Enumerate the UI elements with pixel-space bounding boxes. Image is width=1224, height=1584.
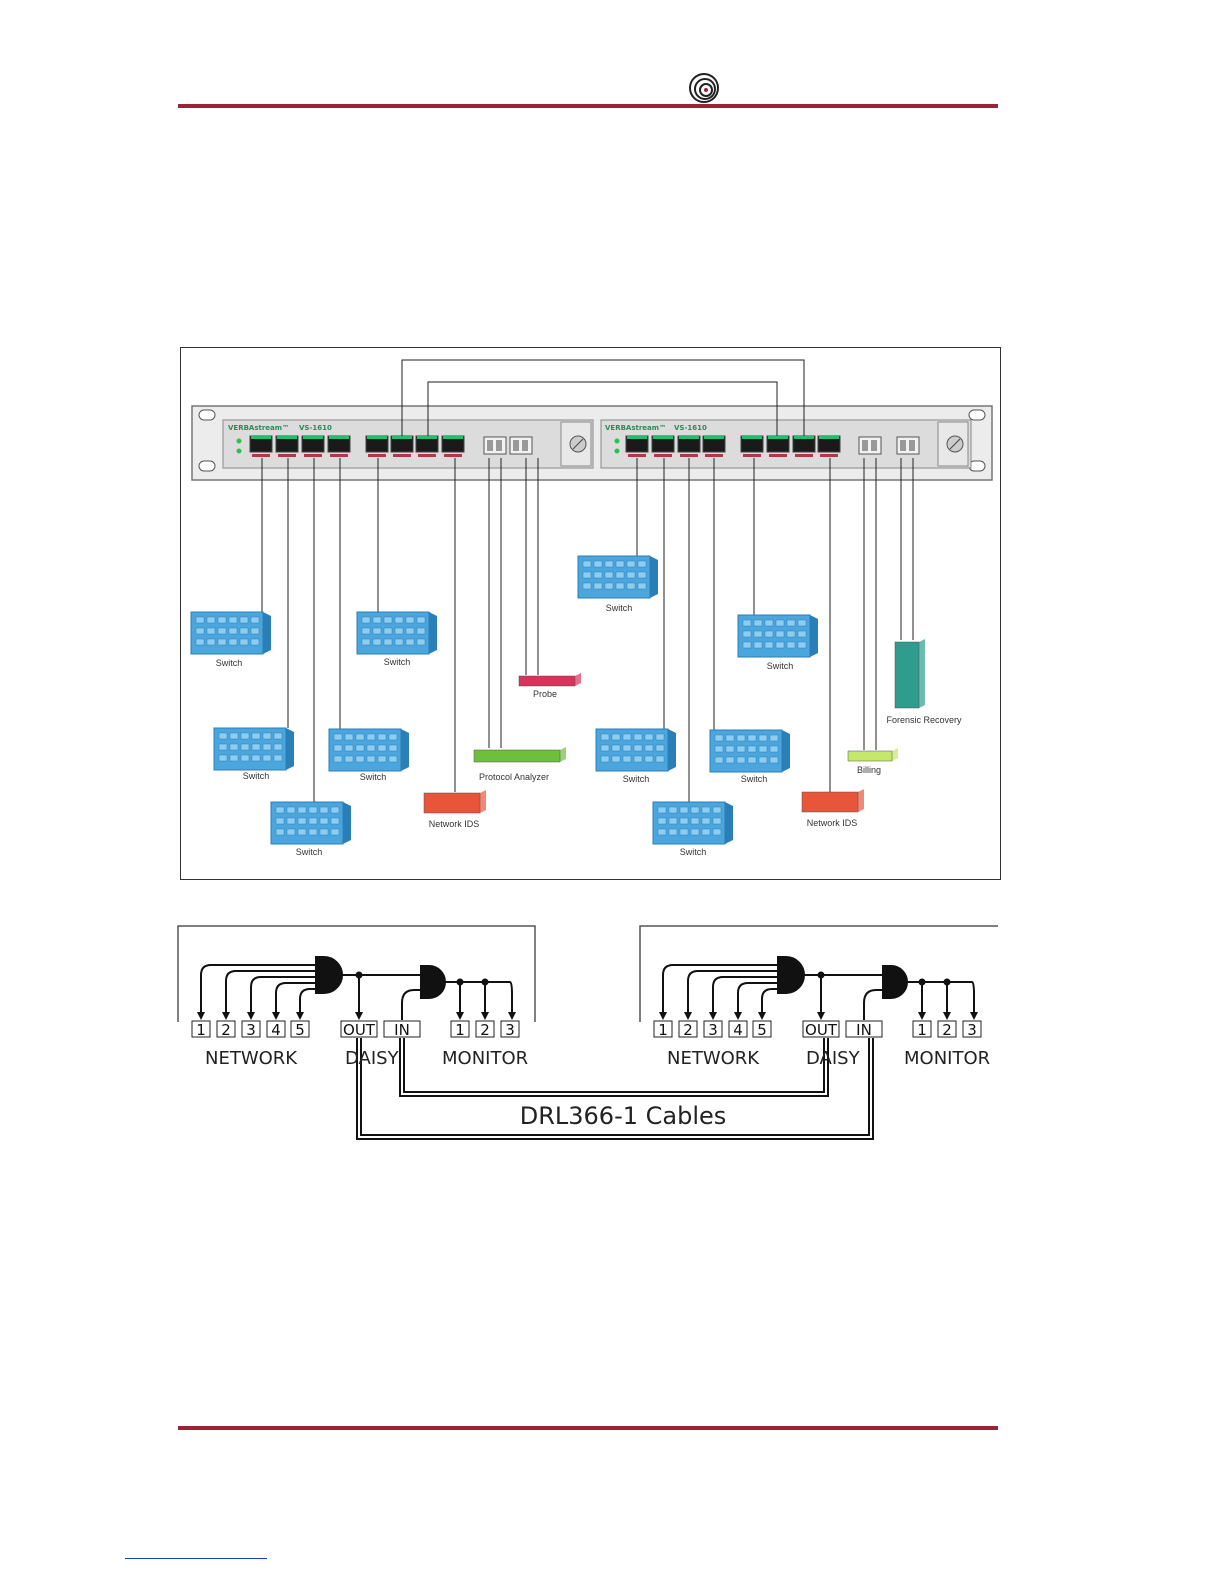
unit-a-network-label: NETWORK	[205, 1048, 298, 1069]
monitor-port-3: 3	[963, 1021, 981, 1039]
svg-text:2: 2	[683, 1021, 693, 1039]
svg-text:3: 3	[246, 1021, 256, 1039]
daisy-out-port: OUT	[341, 1021, 377, 1039]
network-port-1: 1	[654, 1021, 672, 1039]
svg-text:1: 1	[196, 1021, 206, 1039]
svg-text:4: 4	[271, 1021, 281, 1039]
unit-a-monitor-label: MONITOR	[442, 1048, 528, 1069]
and-gate-icon	[883, 966, 907, 998]
svg-text:3: 3	[505, 1021, 515, 1039]
svg-text:OUT: OUT	[805, 1021, 838, 1039]
unit-a-daisy-label: DAISY	[345, 1048, 400, 1069]
network-port-2: 2	[217, 1021, 235, 1039]
svg-text:3: 3	[967, 1021, 977, 1039]
svg-text:2: 2	[942, 1021, 952, 1039]
network-port-5: 5	[753, 1021, 771, 1039]
svg-text:2: 2	[221, 1021, 231, 1039]
daisy-in-port: IN	[384, 1021, 420, 1039]
svg-text:IN: IN	[856, 1021, 872, 1039]
network-port-2: 2	[679, 1021, 697, 1039]
monitor-port-3: 3	[501, 1021, 519, 1039]
network-port-3: 3	[242, 1021, 260, 1039]
svg-text:1: 1	[455, 1021, 465, 1039]
daisy-out-port: OUT	[803, 1021, 839, 1039]
unit-b-daisy-label: DAISY	[806, 1048, 861, 1069]
network-port-1: 1	[192, 1021, 210, 1039]
monitor-port-1: 1	[913, 1021, 931, 1039]
network-port-5: 5	[291, 1021, 309, 1039]
footer-rule	[178, 1426, 998, 1430]
daisy-in-port: IN	[846, 1021, 882, 1039]
svg-text:IN: IN	[394, 1021, 410, 1039]
network-port-4: 4	[729, 1021, 747, 1039]
network-port-4: 4	[267, 1021, 285, 1039]
unit-b-network-label: NETWORK	[667, 1048, 760, 1069]
footer-link-underline	[125, 1558, 267, 1559]
svg-text:OUT: OUT	[343, 1021, 376, 1039]
and-gate-icon	[421, 966, 445, 998]
svg-text:4: 4	[733, 1021, 743, 1039]
and-gate-icon	[316, 957, 342, 993]
monitor-port-2: 2	[938, 1021, 956, 1039]
monitor-port-1: 1	[451, 1021, 469, 1039]
cables-label: DRL366-1 Cables	[520, 1102, 727, 1130]
svg-text:5: 5	[757, 1021, 767, 1039]
svg-text:5: 5	[295, 1021, 305, 1039]
svg-text:1: 1	[917, 1021, 927, 1039]
monitor-port-2: 2	[476, 1021, 494, 1039]
svg-text:1: 1	[658, 1021, 668, 1039]
network-port-3: 3	[704, 1021, 722, 1039]
and-gate-icon	[778, 957, 804, 993]
unit-b-monitor-label: MONITOR	[904, 1048, 990, 1069]
svg-text:2: 2	[480, 1021, 490, 1039]
svg-text:3: 3	[708, 1021, 718, 1039]
